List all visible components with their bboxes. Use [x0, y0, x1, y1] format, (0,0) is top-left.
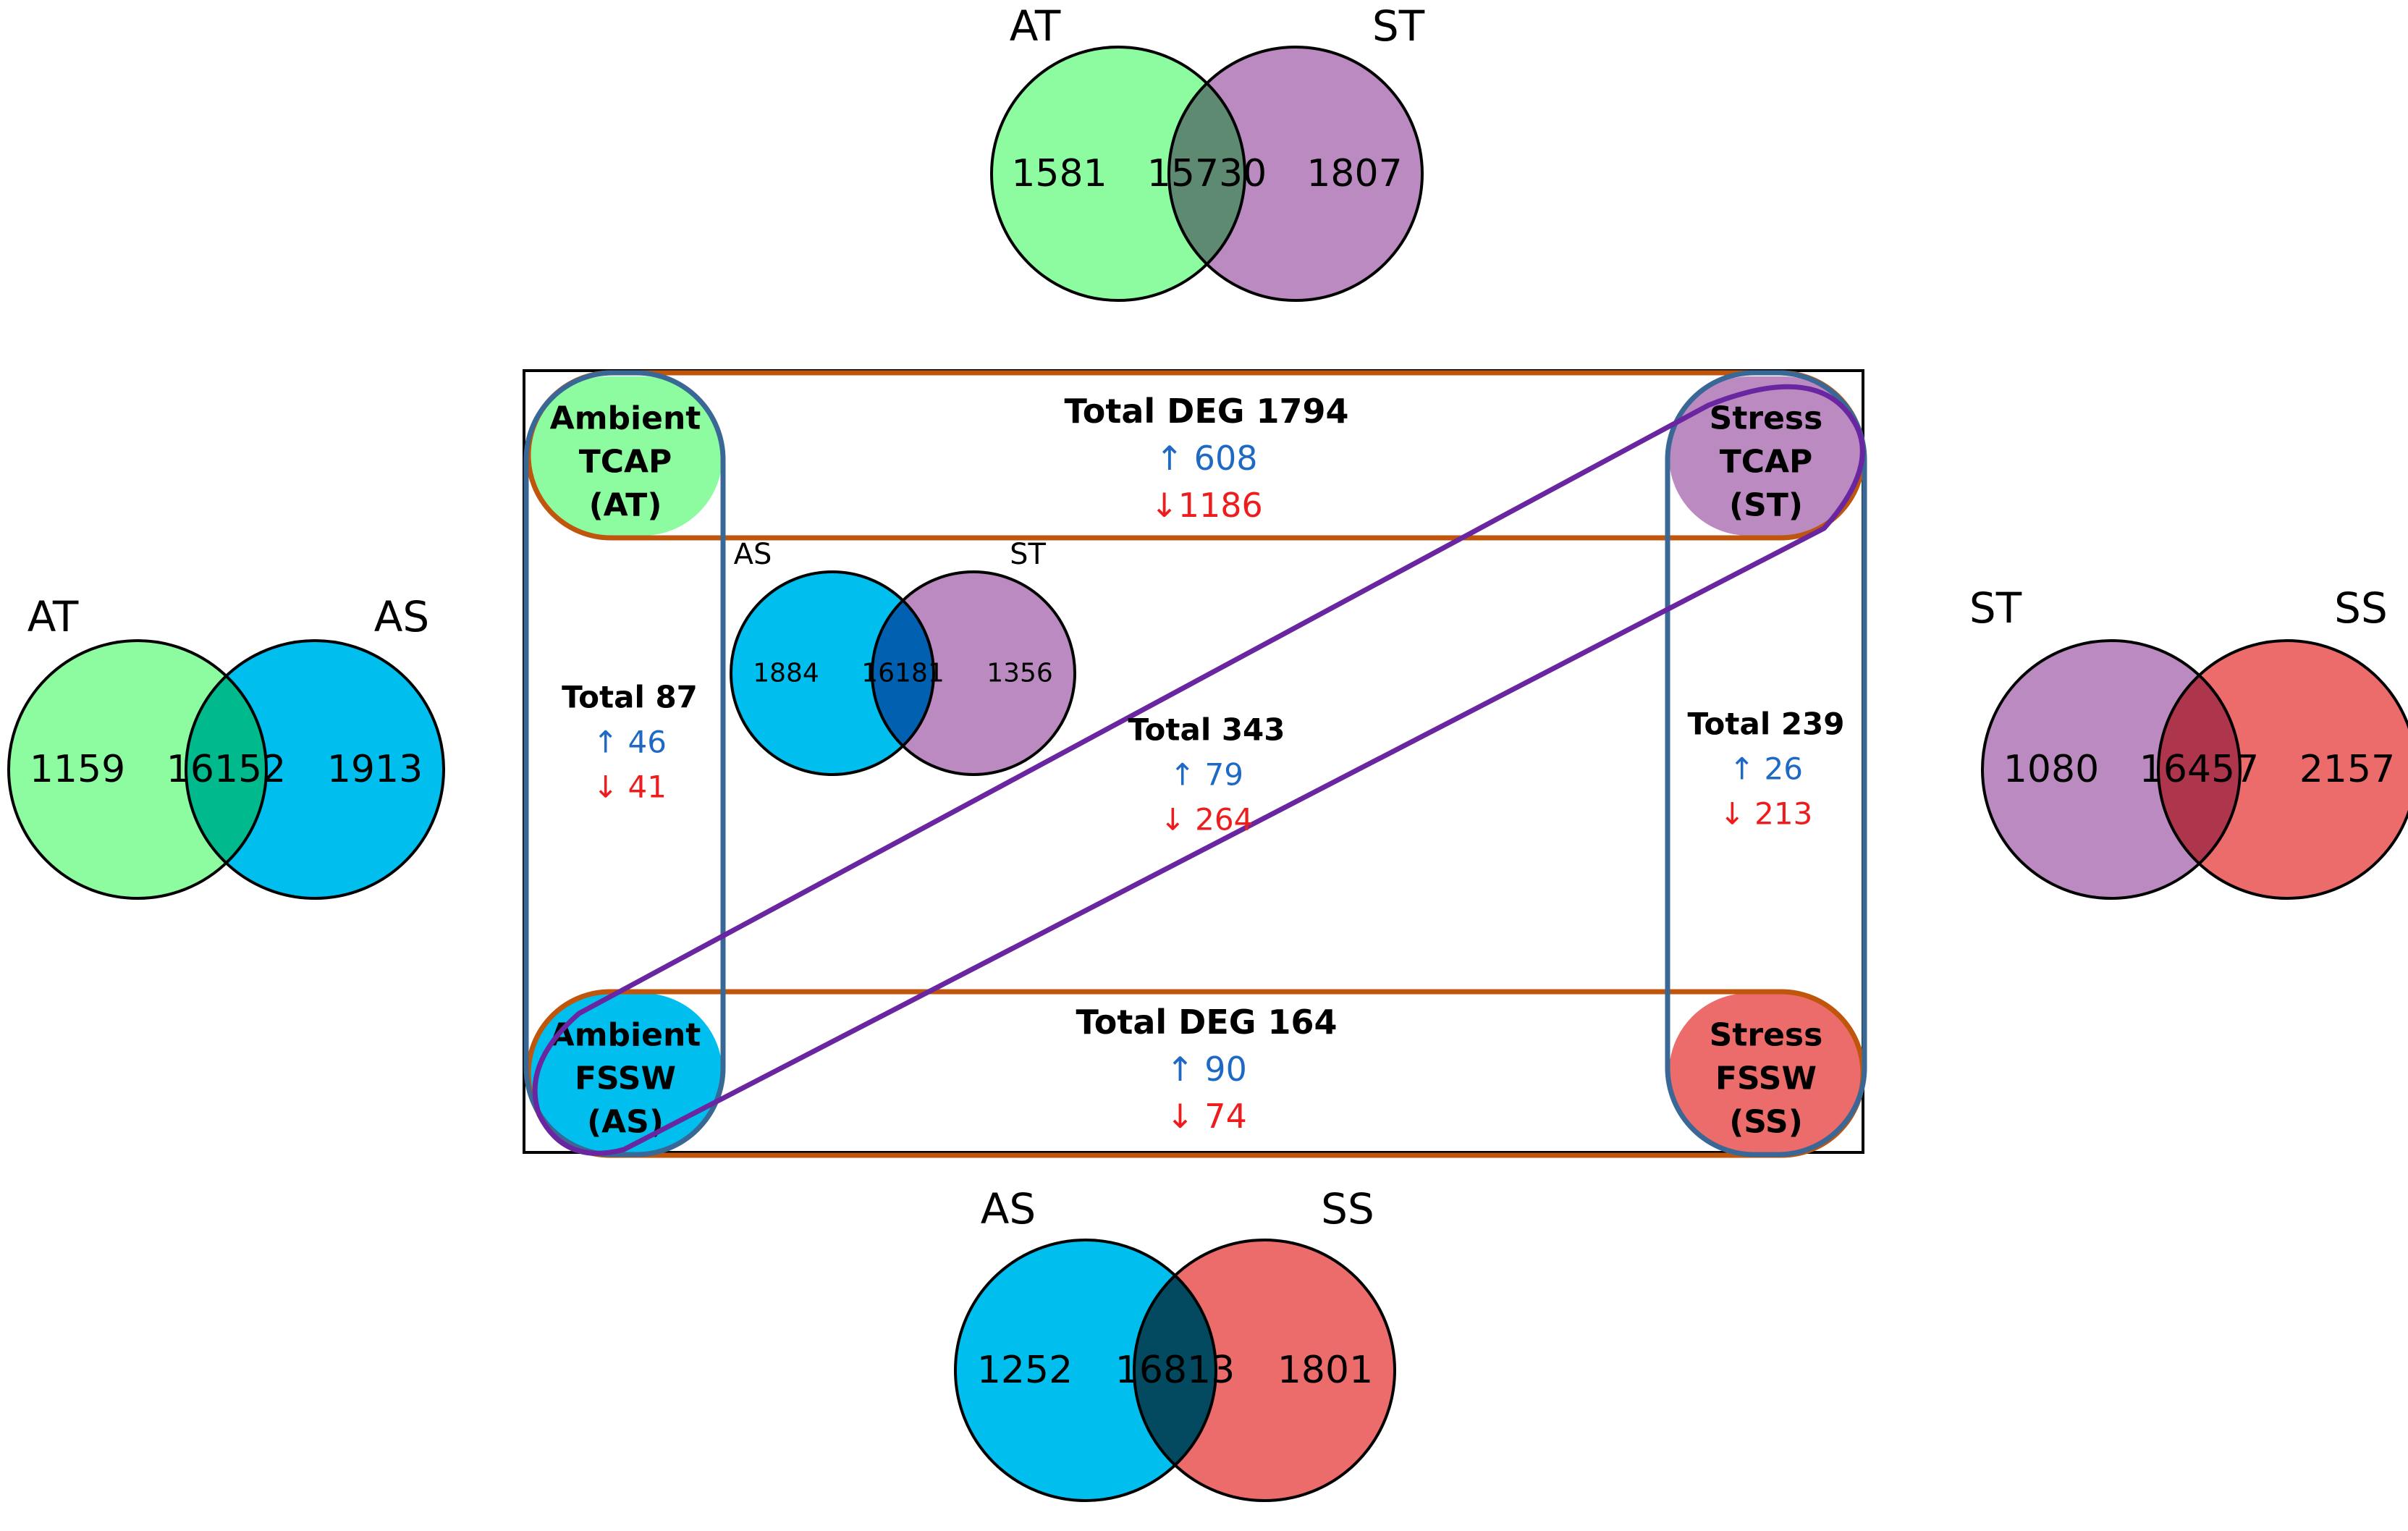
- venn-as_ss-right-outline: [1133, 1239, 1396, 1502]
- comparison-as_ss-up: ↑ 90: [1166, 1050, 1247, 1089]
- venn-as_st-right-set: [872, 572, 1075, 775]
- venn-as_st-left-label: AS: [734, 538, 772, 571]
- group-as-badge: [528, 993, 722, 1152]
- venn-as_st: 1884 16181 1356 AS ST: [730, 538, 1076, 776]
- group-st-badge: [1669, 376, 1863, 536]
- comparison-as_ss: Total DEG 164 ↑ 90 ↓ 74: [1076, 1003, 1337, 1136]
- venn-at_st-right-only-count: 1807: [1306, 152, 1402, 195]
- venn-as_st-right-outline: [871, 570, 1076, 776]
- venn-at_st-left-set: [992, 47, 1245, 300]
- comparison-at_st: Total DEG 1794 ↑ 608 ↓1186: [1064, 392, 1348, 525]
- comparison-at_as-up: ↑ 46: [593, 725, 667, 760]
- comparison-at_st-up: ↑ 608: [1156, 439, 1258, 478]
- venn-at_as: 1159 16152 1913 AT AS: [7, 592, 445, 900]
- venn-at_as-left-label: AT: [28, 592, 79, 641]
- venn-at_as-overlap-count: 16152: [166, 748, 286, 791]
- frame-as-st: [532, 384, 1865, 1156]
- venn-as_st-right-label: ST: [1010, 538, 1046, 571]
- venn-at_st-right-set: [1169, 47, 1422, 300]
- venn-as_ss-overlap-count: 16813: [1115, 1349, 1235, 1392]
- group-at-line2: TCAP: [579, 444, 672, 481]
- group-st-line1: Stress: [1710, 400, 1823, 437]
- venn-at_as-left-outline: [7, 639, 268, 900]
- venn-at_as-right-label: AS: [374, 592, 430, 641]
- group-at-line3: (AT): [589, 487, 662, 524]
- venn-at_st-overlap-count: 15730: [1147, 152, 1267, 195]
- frame-at-as: [523, 370, 726, 1157]
- group-ss-line3: (SS): [1729, 1104, 1803, 1141]
- comparison-at_as: Total 87 ↑ 46 ↓ 41: [562, 680, 698, 805]
- group-ss-badge: [1669, 993, 1863, 1152]
- venn-at_st-left-only-count: 1581: [1011, 152, 1107, 195]
- group-at-line1: Ambient: [550, 400, 701, 437]
- venn-st_ss-left-only-count: 1080: [2003, 748, 2099, 791]
- comparison-st_ss-total: Total 239: [1687, 707, 1844, 742]
- comparison-as_ss-down: ↓ 74: [1166, 1097, 1247, 1136]
- venn-at_st-left-label: AT: [1010, 1, 1061, 51]
- group-as-line1: Ambient: [550, 1017, 701, 1054]
- venn-st_ss: 1080 16457 2157 ST SS: [1969, 583, 2408, 900]
- comparison-st_ss-down: ↓ 213: [1720, 796, 1813, 832]
- comparison-as_st-up: ↑ 79: [1170, 757, 1243, 793]
- venn-as_ss-left-label: AS: [981, 1184, 1036, 1233]
- group-ss-line1: Stress: [1710, 1017, 1823, 1054]
- frame-st-ss: [1665, 370, 1867, 1157]
- venn-st_ss-overlap-count: 16457: [2139, 748, 2259, 791]
- venn-st_ss-right-label: SS: [2334, 583, 2388, 633]
- venn-as_ss-left-outline: [954, 1239, 1217, 1502]
- venn-st_ss-right-only-count: 2157: [2299, 748, 2395, 791]
- comparison-as_ss-total: Total DEG 164: [1076, 1003, 1337, 1042]
- comparison-as_st-total: Total 343: [1128, 712, 1285, 748]
- venn-as_st-overlap-count: 16181: [861, 659, 945, 688]
- comparison-at_as-total: Total 87: [562, 680, 698, 715]
- group-st-line2: TCAP: [1720, 444, 1813, 481]
- comparison-at_as-down: ↓ 41: [593, 769, 667, 805]
- venn-as_ss-right-label: SS: [1321, 1184, 1374, 1233]
- venn-at_st-left-outline: [990, 46, 1246, 302]
- group-ss-line2: FSSW: [1715, 1060, 1817, 1097]
- comparison-at_st-total: Total DEG 1794: [1064, 392, 1348, 431]
- venn-st_ss-left-outline: [1981, 639, 2242, 900]
- comparison-st_ss-up: ↑ 26: [1729, 751, 1803, 787]
- venn-at_as-right-outline: [185, 639, 445, 900]
- venn-as_st-left-outline: [730, 570, 935, 776]
- venn-at_st-right-outline: [1167, 46, 1424, 302]
- comparison-at_st-down: ↓1186: [1150, 486, 1263, 525]
- group-at-badge: [528, 376, 722, 536]
- comparison-st_ss: Total 239 ↑ 26 ↓ 213: [1687, 707, 1844, 832]
- venn-as_ss: 1252 16813 1801 AS SS: [954, 1184, 1396, 1502]
- venn-at_as-left-only-count: 1159: [30, 748, 125, 791]
- venn-as_st-left-set: [731, 572, 934, 775]
- group-st-line3: (ST): [1729, 487, 1803, 524]
- venn-st_ss-right-outline: [2157, 639, 2408, 900]
- venn-as_st-left-only-count: 1884: [753, 659, 819, 688]
- venn-at_st: 1581 15730 1807 AT ST: [990, 1, 1425, 302]
- venn-st_ss-left-label: ST: [1969, 583, 2022, 633]
- venn-as_ss-left-only-count: 1252: [977, 1349, 1073, 1392]
- venn-at_st-right-label: ST: [1372, 1, 1425, 51]
- comparison-as_st: Total 343 ↑ 79 ↓ 264: [1128, 712, 1285, 838]
- venn-at_as-right-only-count: 1913: [327, 748, 423, 791]
- group-as-line2: FSSW: [575, 1060, 676, 1097]
- venn-as_ss-right-only-count: 1801: [1277, 1349, 1373, 1392]
- venn-as_st-right-only-count: 1356: [987, 659, 1053, 688]
- comparison-as_st-down: ↓ 264: [1160, 802, 1254, 838]
- comparison-outlines: [523, 370, 1867, 1158]
